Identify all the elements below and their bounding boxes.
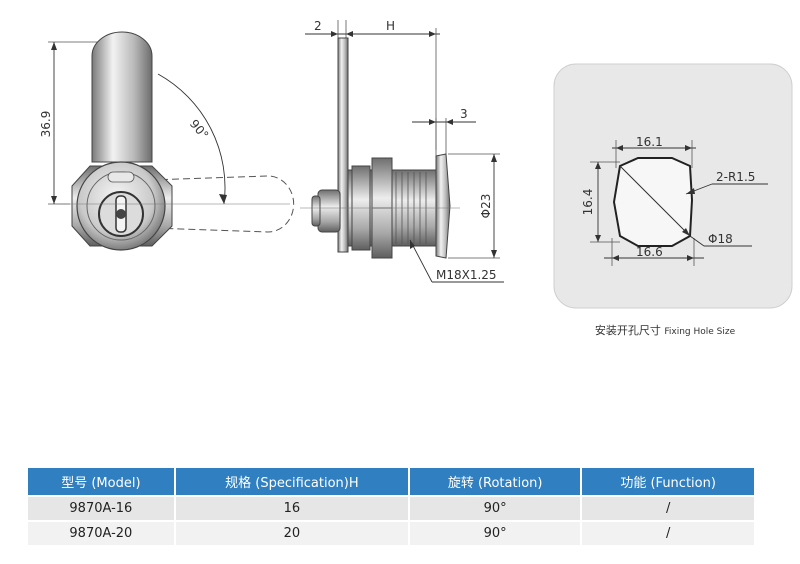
cell-function: / — [582, 497, 754, 520]
header-rotation: 旋转 (Rotation) — [410, 468, 581, 495]
fixing-hole-panel: 16.1 16.6 16.4 2-R1.5 Φ18 — [553, 63, 793, 309]
table-row: 9870A-20 20 90° / — [28, 522, 754, 545]
hole-radius-label: 2-R1.5 — [716, 170, 755, 184]
front-angle-label: 90° — [187, 117, 211, 142]
cell-specification: 20 — [175, 522, 409, 545]
hole-width-bottom-label: 16.6 — [636, 245, 663, 259]
caption-cn: 安装开孔尺寸 — [594, 324, 661, 337]
cell-function: / — [582, 522, 754, 545]
side-diameter-label: Φ23 — [479, 194, 493, 219]
side-offset-label: 3 — [460, 107, 468, 121]
cell-model: 9870A-20 — [28, 522, 174, 545]
side-h-label: H — [386, 19, 395, 33]
spec-header-row: 型号 (Model) 规格 (Specification)H 旋转 (Rotat… — [28, 468, 754, 495]
hole-width-top-label: 16.1 — [636, 135, 663, 149]
side-view: 2 H 3 Φ23 — [300, 19, 504, 283]
front-height-label: 36.9 — [39, 111, 53, 138]
hole-diameter-label: Φ18 — [708, 232, 733, 246]
header-function: 功能 (Function) — [582, 468, 754, 495]
technical-drawings: 36.9 90° 2 H — [39, 19, 793, 309]
header-model: 型号 (Model) — [28, 468, 174, 495]
cell-specification: 16 — [175, 497, 409, 520]
side-thread-label: M18X1.25 — [436, 268, 497, 282]
cell-rotation: 90° — [410, 522, 581, 545]
cell-model: 9870A-16 — [28, 497, 174, 520]
fixing-hole-caption: 安装开孔尺寸 Fixing Hole Size — [560, 322, 770, 338]
spec-table: 型号 (Model) 规格 (Specification)H 旋转 (Rotat… — [26, 466, 756, 547]
cell-rotation: 90° — [410, 497, 581, 520]
hole-height-label: 16.4 — [581, 189, 595, 216]
header-specification: 规格 (Specification)H — [175, 468, 409, 495]
table-row: 9870A-16 16 90° / — [28, 497, 754, 520]
caption-en: Fixing Hole Size — [664, 327, 736, 337]
side-gap-label: 2 — [314, 19, 322, 33]
front-view: 36.9 90° — [39, 31, 295, 251]
